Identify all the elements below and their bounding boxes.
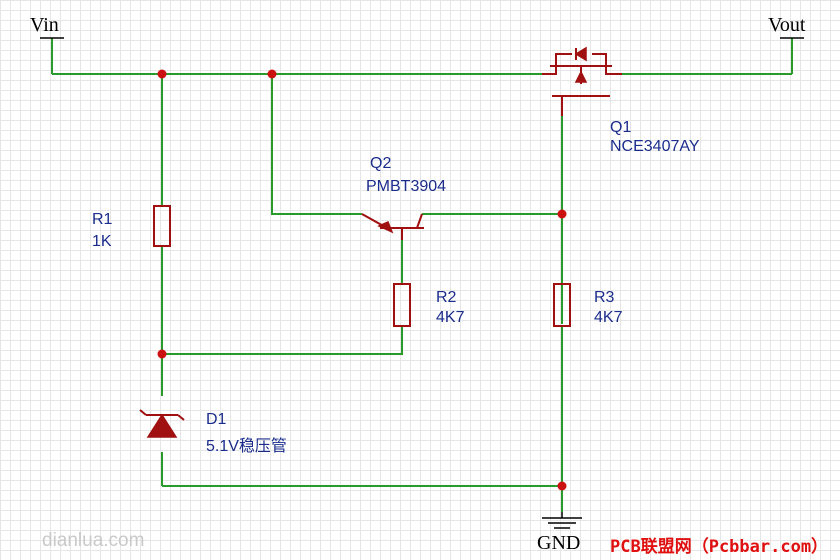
r3-value: 4K7: [594, 309, 623, 326]
vin-symbol: Vin: [30, 14, 64, 39]
vout-label: Vout: [768, 14, 806, 36]
junctions: [157, 69, 567, 491]
d1-value: 5.1V稳压管: [206, 437, 287, 455]
wires: [51, 38, 793, 512]
d1-ref: D1: [206, 411, 227, 428]
watermark-right: PCB联盟网（Pcbbar.com）: [610, 536, 828, 557]
mosfet-q1: Q1 NCE3407AY: [542, 46, 700, 155]
q2-ref: Q2: [370, 155, 391, 172]
r3-ref: R3: [594, 289, 615, 306]
ground-symbol: GND: [537, 512, 582, 554]
transistor-q2: Q2 PMBT3904: [361, 155, 446, 240]
resistor-r3: R3 4K7: [553, 283, 623, 327]
junction-dot: [557, 209, 567, 219]
watermark-left: dianlua.com: [42, 530, 144, 551]
resistor-r1: R1 1K: [92, 205, 171, 250]
r2-ref: R2: [436, 289, 457, 306]
vout-symbol: Vout: [768, 14, 806, 39]
junction-dot: [157, 69, 167, 79]
resistor-r2: R2 4K7: [393, 283, 465, 327]
q1-value: NCE3407AY: [610, 138, 700, 155]
junction-dot: [157, 349, 167, 359]
junction-dot: [267, 69, 277, 79]
vin-label: Vin: [30, 14, 59, 36]
q2-value: PMBT3904: [366, 178, 446, 195]
r2-value: 4K7: [436, 309, 465, 326]
zener-diode-d1: D1 5.1V稳压管: [139, 409, 287, 455]
r1-value: 1K: [92, 233, 112, 250]
gnd-label: GND: [537, 532, 580, 554]
junction-dot: [557, 481, 567, 491]
q1-ref: Q1: [610, 119, 631, 136]
wire-q2-emitter: [271, 74, 362, 215]
wire-zener-node: [162, 326, 403, 355]
r1-ref: R1: [92, 211, 113, 228]
